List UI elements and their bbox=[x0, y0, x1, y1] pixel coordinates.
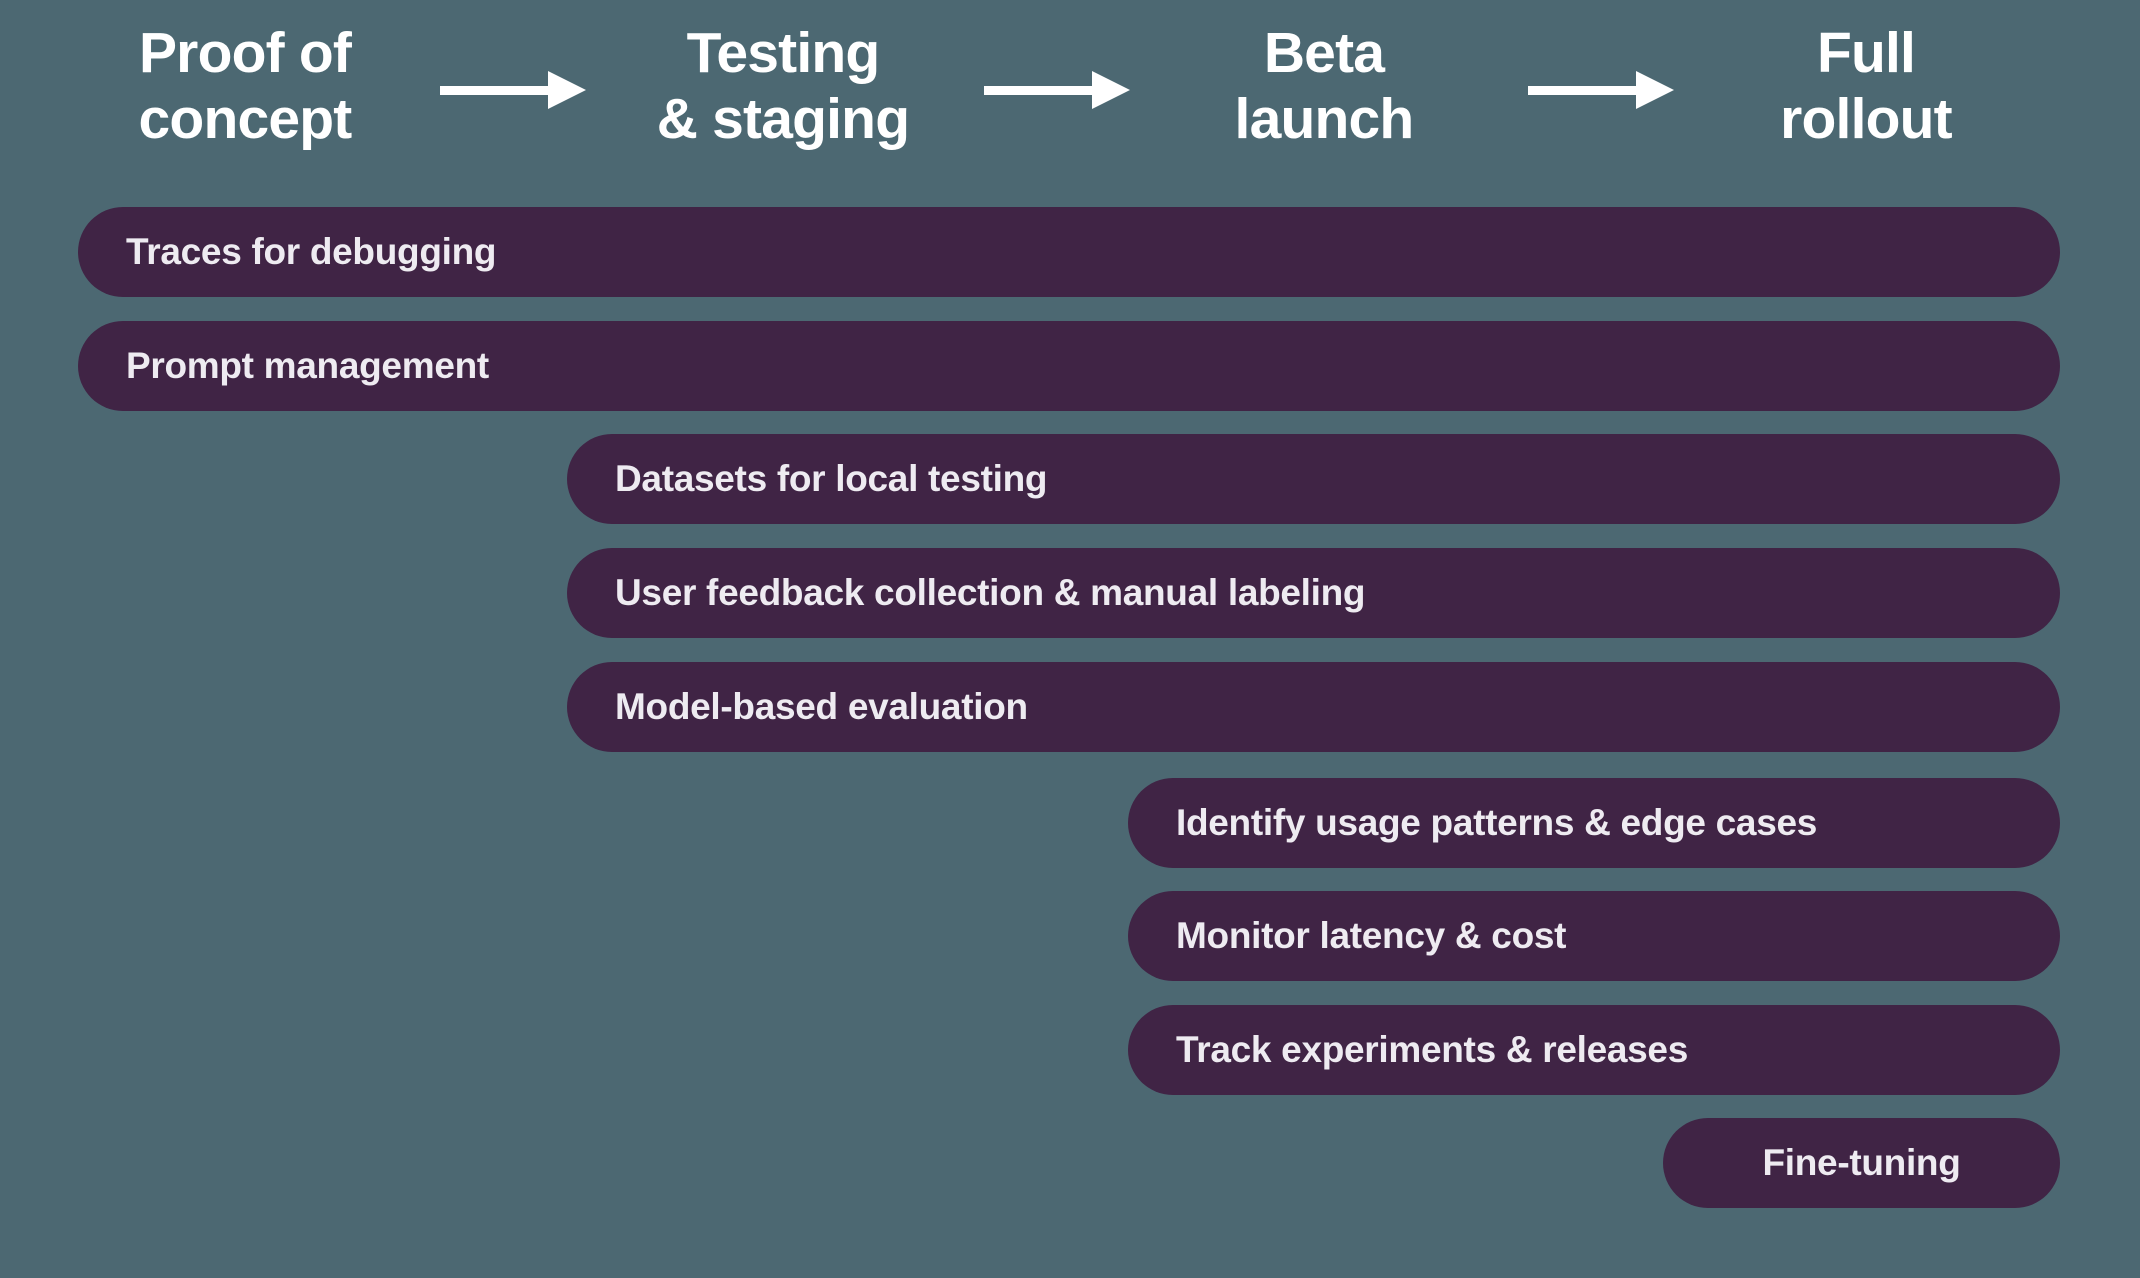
capability-bar-user-feedback-collection-and-manual-labeling[interactable]: User feedback collection & manual labeli… bbox=[567, 548, 2060, 638]
arrow-head bbox=[1092, 71, 1130, 109]
capability-bar-prompt-management[interactable]: Prompt management bbox=[78, 321, 2060, 411]
arrow-head bbox=[548, 71, 586, 109]
capability-bar-datasets-for-local-testing[interactable]: Datasets for local testing bbox=[567, 434, 2060, 524]
phase-label-beta-launch: Beta launch bbox=[1234, 21, 1415, 151]
arrow-head bbox=[1636, 71, 1674, 109]
arrow-shaft bbox=[440, 86, 552, 95]
phase-label-proof-of-concept: Proof of concept bbox=[138, 21, 353, 151]
arrow-shaft bbox=[984, 86, 1096, 95]
capability-bar-label: Datasets for local testing bbox=[615, 458, 1048, 499]
capability-bar-monitor-latency-and-cost[interactable]: Monitor latency & cost bbox=[1128, 891, 2060, 981]
arrow-right-icon bbox=[1528, 71, 1674, 109]
capability-bar-traces-for-debugging[interactable]: Traces for debugging bbox=[78, 207, 2060, 297]
capability-bar-label: Model-based evaluation bbox=[615, 686, 1028, 727]
capability-bar-fine-tuning[interactable]: Fine-tuning bbox=[1663, 1118, 2060, 1208]
capability-bar-model-based-evaluation[interactable]: Model-based evaluation bbox=[567, 662, 2060, 752]
capability-bar-label: Monitor latency & cost bbox=[1176, 915, 1567, 956]
capability-bar-identify-usage-patterns-and-edge-cases[interactable]: Identify usage patterns & edge cases bbox=[1128, 778, 2060, 868]
capability-bar-label: User feedback collection & manual labeli… bbox=[615, 572, 1366, 613]
capability-bar-label: Fine-tuning bbox=[1762, 1142, 1961, 1183]
arrow-shaft bbox=[1528, 86, 1640, 95]
capability-bar-label: Traces for debugging bbox=[126, 231, 497, 272]
arrow-right-icon bbox=[440, 71, 586, 109]
capability-bar-label: Identify usage patterns & edge cases bbox=[1176, 802, 1818, 843]
phase-label-testing-and-staging: Testing & staging bbox=[656, 21, 910, 151]
arrow-right-icon bbox=[984, 71, 1130, 109]
capability-bar-label: Track experiments & releases bbox=[1176, 1029, 1688, 1070]
phase-label-full-rollout: Full rollout bbox=[1780, 21, 1953, 151]
capability-bar-label: Prompt management bbox=[126, 345, 489, 386]
capability-bar-track-experiments-and-releases[interactable]: Track experiments & releases bbox=[1128, 1005, 2060, 1095]
